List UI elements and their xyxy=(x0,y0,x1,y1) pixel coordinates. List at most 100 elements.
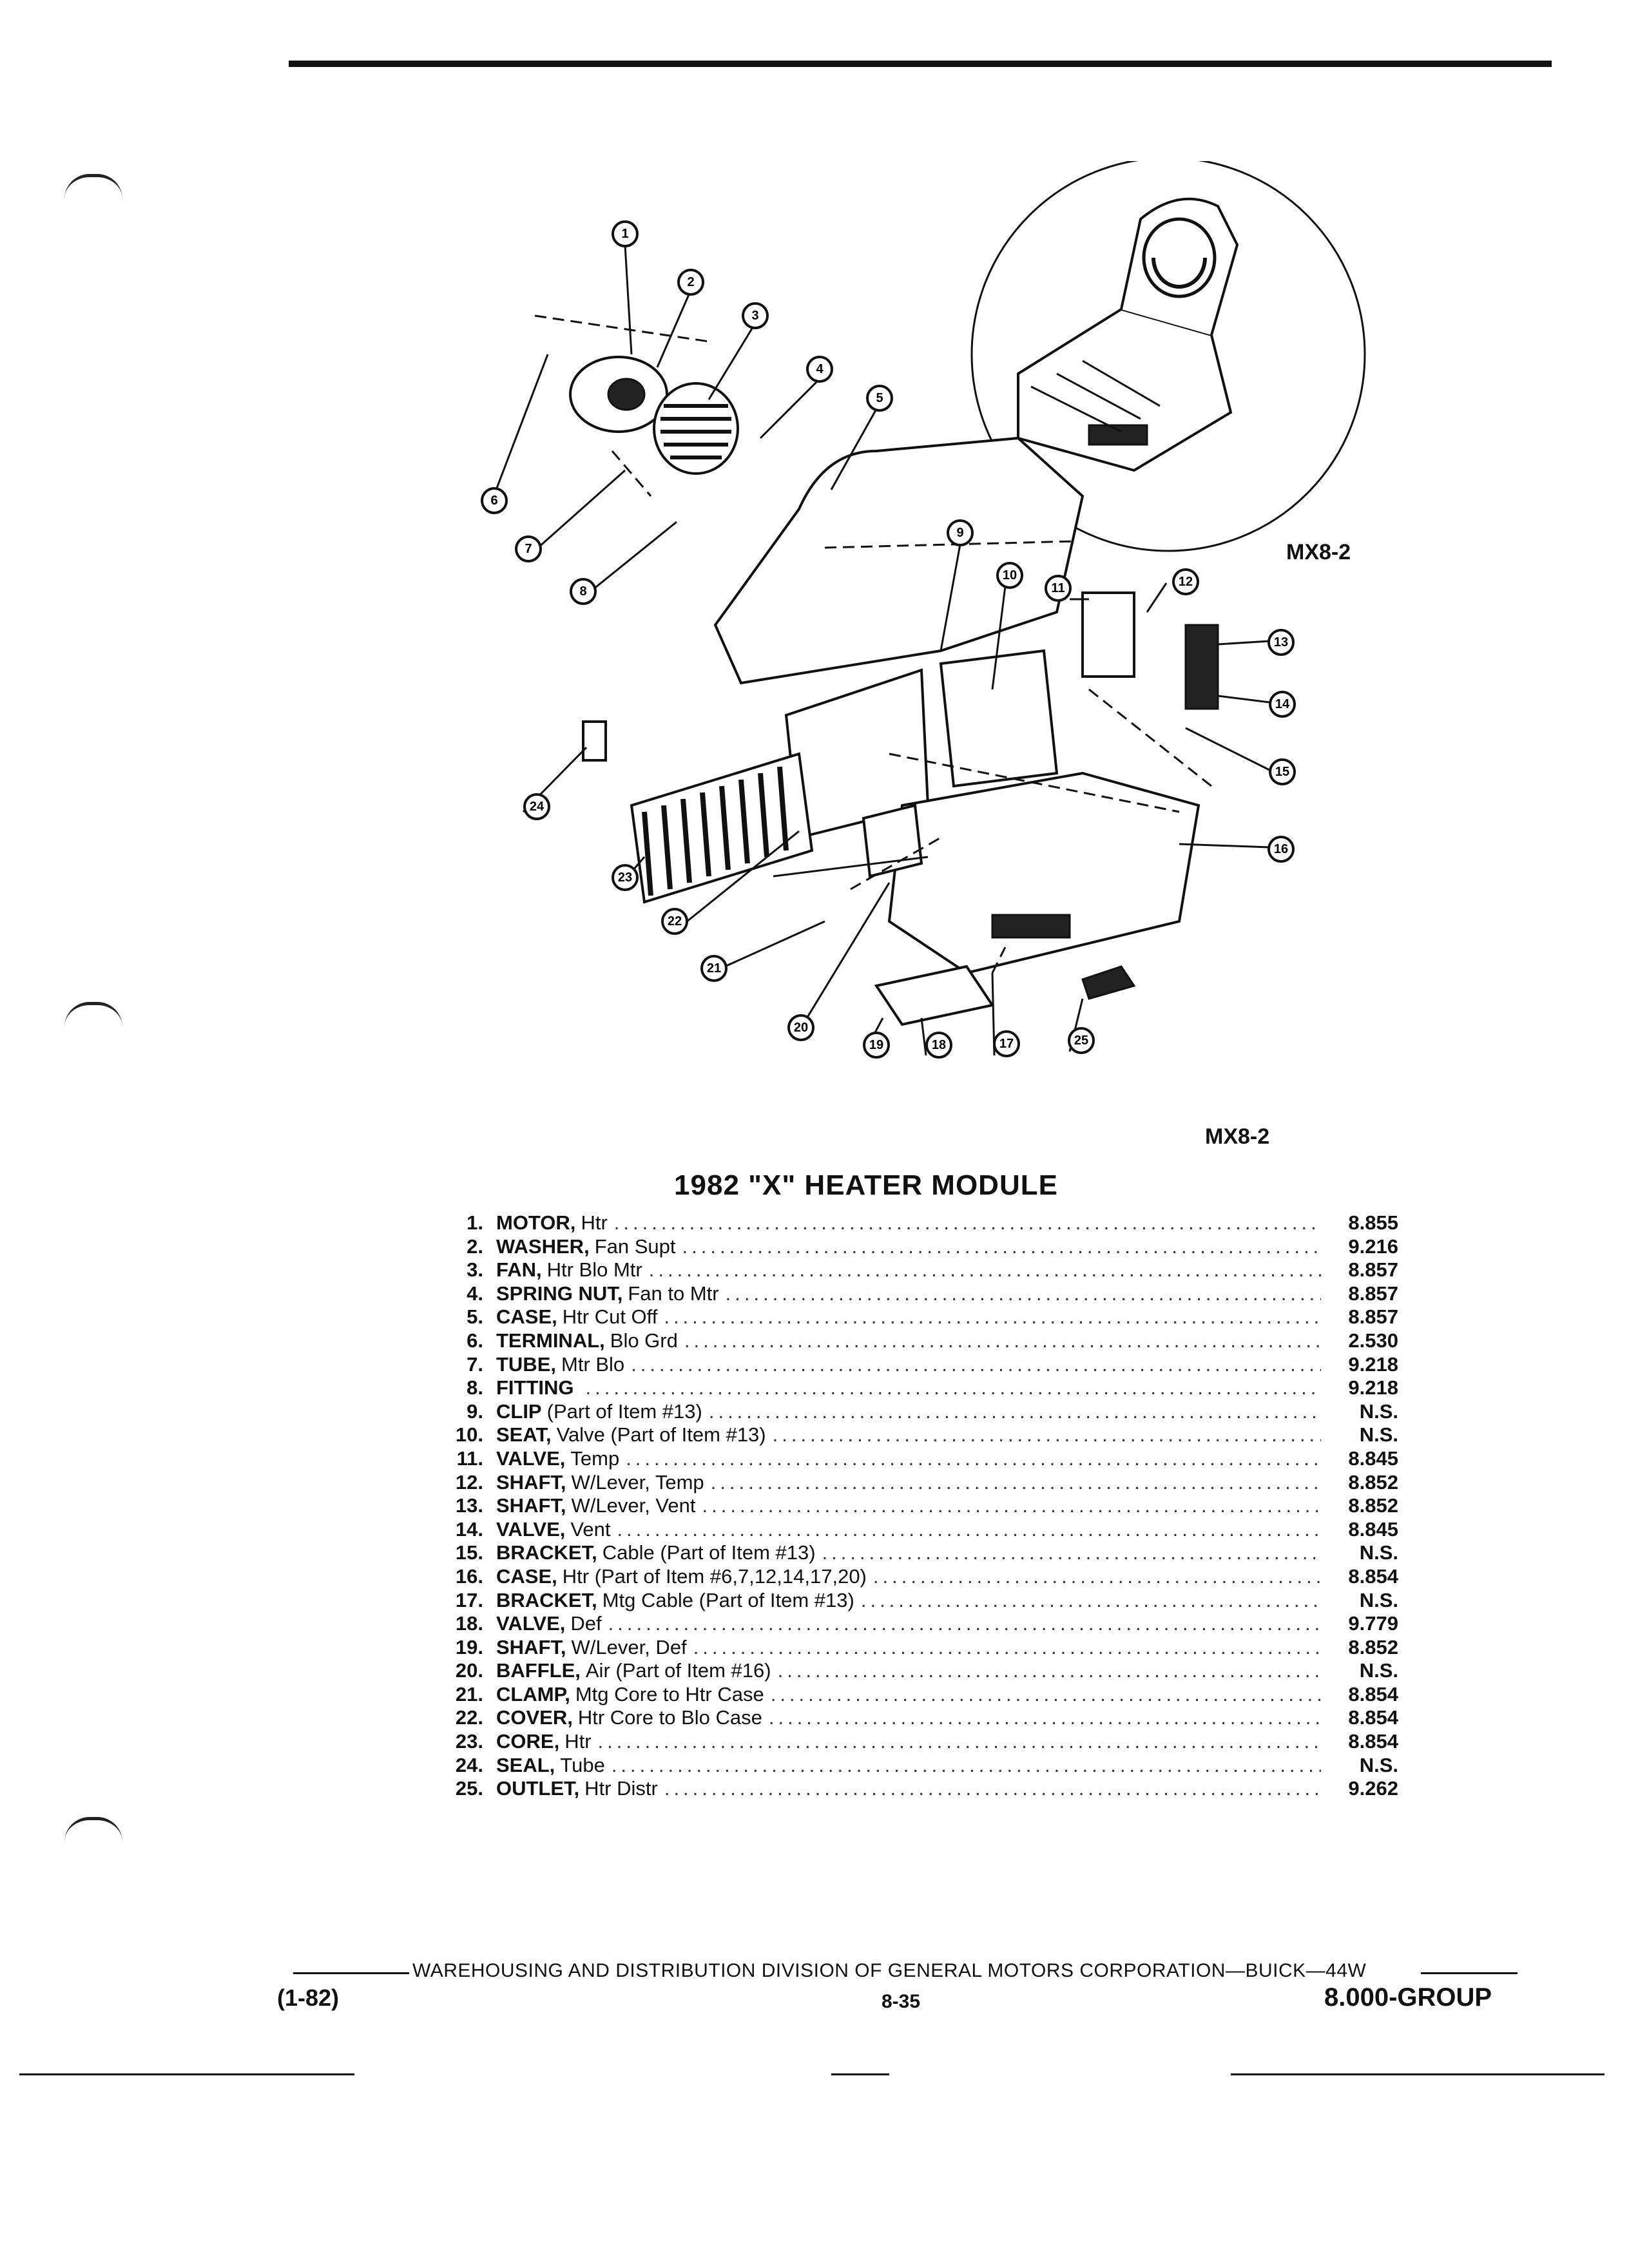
svg-text:2: 2 xyxy=(687,275,694,289)
list-item: 20.BAFFLE,Air (Part of Item #16)N.S. xyxy=(438,1659,1398,1683)
list-item: 13.SHAFT,W/Lever, Vent8.852 xyxy=(438,1494,1398,1518)
part-group-number: 9.779 xyxy=(1348,1612,1398,1635)
margin-mark xyxy=(64,174,122,199)
part-description: Air (Part of Item #16) xyxy=(585,1659,771,1682)
svg-text:16: 16 xyxy=(1274,842,1288,856)
list-item: 3.FAN,Htr Blo Mtr8.857 xyxy=(438,1258,1398,1282)
callout-23: 23 xyxy=(612,864,639,891)
part-description: Def xyxy=(570,1612,602,1635)
dot-leader xyxy=(702,1494,1322,1517)
svg-text:9: 9 xyxy=(956,526,963,540)
dot-leader xyxy=(771,1683,1321,1706)
valve-seat xyxy=(939,649,1059,788)
callout-2: 2 xyxy=(677,269,704,296)
svg-text:11: 11 xyxy=(1051,581,1065,595)
part-group-number: 8.857 xyxy=(1348,1258,1398,1282)
group-label: 8.000-GROUP xyxy=(1324,1983,1492,2012)
part-name: BRACKET, xyxy=(496,1541,597,1564)
svg-text:14: 14 xyxy=(1275,697,1290,711)
heater-case xyxy=(887,771,1200,975)
callout-4: 4 xyxy=(806,356,833,383)
part-number: 22. xyxy=(455,1706,483,1729)
list-item: 15.BRACKET,Cable (Part of Item #13)N.S. xyxy=(438,1541,1398,1565)
dot-leader xyxy=(726,1282,1321,1305)
part-group-number: 2.530 xyxy=(1348,1329,1398,1352)
list-item: 6.TERMINAL,Blo Grd2.530 xyxy=(438,1329,1398,1353)
part-name: WASHER, xyxy=(496,1235,590,1258)
part-description: Htr Blo Mtr xyxy=(546,1258,642,1282)
part-group-number: 9.218 xyxy=(1348,1352,1398,1376)
part-description: Htr Core to Blo Case xyxy=(577,1706,762,1729)
part-group-number: 8.854 xyxy=(1348,1564,1398,1588)
svg-text:6: 6 xyxy=(490,494,497,508)
list-item: 14.VALVE,Vent8.845 xyxy=(438,1518,1398,1542)
list-item: 11.VALVE,Temp8.845 xyxy=(438,1447,1398,1471)
page-number: 8-35 xyxy=(882,1991,921,2012)
svg-text:7: 7 xyxy=(525,542,532,556)
case-opening xyxy=(991,914,1071,939)
svg-text:23: 23 xyxy=(618,870,632,885)
blower-motor xyxy=(569,356,668,433)
part-number: 4. xyxy=(467,1282,483,1305)
callout-1: 1 xyxy=(612,220,639,247)
part-name: TERMINAL, xyxy=(496,1329,605,1352)
svg-text:20: 20 xyxy=(794,1021,808,1035)
cutoff-case xyxy=(713,436,1084,685)
callout-9: 9 xyxy=(947,519,974,546)
part-name: CLAMP, xyxy=(496,1682,570,1706)
list-item: 4.SPRING NUT,Fan to Mtr8.857 xyxy=(438,1282,1398,1306)
part-number: 13. xyxy=(455,1494,483,1517)
svg-text:1: 1 xyxy=(621,227,628,241)
footer-date: (1-82) xyxy=(277,1984,340,2011)
part-description: Fan Supt xyxy=(594,1235,676,1258)
dot-leader xyxy=(778,1659,1321,1682)
part-number: 12. xyxy=(455,1470,483,1494)
part-group-number: 9.216 xyxy=(1348,1235,1398,1258)
callout-22: 22 xyxy=(661,908,688,935)
margin-mark xyxy=(64,1817,122,1842)
part-number: 10. xyxy=(455,1423,483,1446)
callout-3: 3 xyxy=(742,302,769,329)
part-group-number: 8.852 xyxy=(1348,1470,1398,1494)
footer-rule-left xyxy=(293,1972,409,1974)
svg-text:13: 13 xyxy=(1274,635,1288,649)
fan-wheel xyxy=(653,382,739,475)
page-title: 1982 "X" HEATER MODULE xyxy=(674,1169,1058,1201)
part-name: VALVE, xyxy=(496,1446,566,1470)
dot-leader xyxy=(711,1471,1321,1494)
part-number: 9. xyxy=(467,1399,483,1423)
part-number: 20. xyxy=(455,1659,483,1682)
svg-text:10: 10 xyxy=(1003,568,1017,582)
part-name: SPRING NUT, xyxy=(496,1282,623,1305)
list-item: 19.SHAFT,W/Lever, Def8.852 xyxy=(438,1636,1398,1660)
dot-leader xyxy=(586,1376,1321,1399)
callout-21: 21 xyxy=(700,955,728,982)
part-description: W/Lever, Temp xyxy=(571,1470,704,1494)
dot-leader xyxy=(664,1777,1321,1800)
part-number: 23. xyxy=(455,1730,483,1753)
list-item: 10.SEAT,Valve (Part of Item #13)N.S. xyxy=(438,1423,1398,1447)
callout-5: 5 xyxy=(866,385,893,412)
part-description: Htr xyxy=(564,1730,592,1753)
dot-leader xyxy=(649,1258,1321,1282)
part-name: TUBE, xyxy=(496,1352,556,1376)
part-group-number: 8.852 xyxy=(1348,1635,1398,1658)
list-item: 1.MOTOR,Htr8.855 xyxy=(438,1211,1398,1235)
crop-rule xyxy=(831,2073,889,2075)
part-description: Vent xyxy=(570,1517,611,1541)
part-name: BAFFLE, xyxy=(496,1659,581,1682)
callout-6: 6 xyxy=(481,487,508,514)
dot-leader xyxy=(682,1235,1322,1258)
list-item: 21.CLAMP,Mtg Core to Htr Case8.854 xyxy=(438,1683,1398,1707)
part-number: 16. xyxy=(455,1564,483,1588)
part-name: CASE, xyxy=(496,1305,557,1329)
part-name: CORE, xyxy=(496,1730,560,1753)
part-name: SHAFT, xyxy=(496,1470,566,1494)
part-name: CLIP xyxy=(496,1399,542,1423)
part-group-number: N.S. xyxy=(1359,1423,1398,1446)
dot-leader xyxy=(598,1730,1321,1753)
callout-10: 10 xyxy=(996,562,1023,589)
part-group-number: 8.854 xyxy=(1348,1730,1398,1753)
part-number: 5. xyxy=(467,1305,483,1329)
part-description: W/Lever, Vent xyxy=(571,1494,696,1517)
